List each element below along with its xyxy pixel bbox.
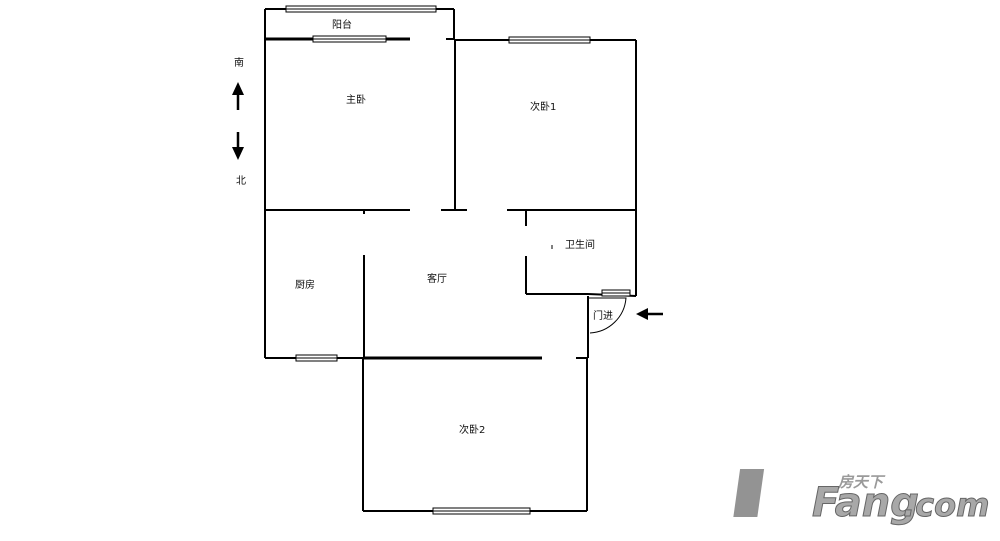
room-label-master-bedroom: 主卧 bbox=[346, 93, 366, 106]
compass-arrow-down bbox=[232, 132, 244, 160]
room-label-second-bedroom-2: 次卧2 bbox=[459, 423, 485, 436]
room-label-balcony: 阳台 bbox=[332, 18, 352, 31]
room-label-entrance: 门进 bbox=[593, 309, 613, 322]
watermark-domain: .com bbox=[903, 486, 989, 524]
entry-arrow bbox=[636, 308, 663, 320]
walls bbox=[264, 8, 637, 512]
room-label-living-room: 客厅 bbox=[427, 272, 447, 285]
watermark-brand-cn: 房天下 bbox=[837, 473, 886, 491]
watermark-brand-en: Fang bbox=[812, 480, 919, 526]
room-label-bathroom: 卫生间 bbox=[565, 238, 595, 251]
watermark-logo: 房天下 Fang .com bbox=[733, 469, 990, 527]
windows bbox=[285, 5, 631, 515]
room-label-kitchen: 厨房 bbox=[295, 278, 315, 291]
entrance-door-swing bbox=[588, 297, 627, 334]
room-label-second-bedroom-1: 次卧1 bbox=[530, 100, 556, 113]
compass-arrow-up bbox=[232, 82, 244, 110]
compass-label-south: 南 bbox=[234, 56, 244, 69]
compass-label-north: 北 bbox=[236, 175, 246, 187]
